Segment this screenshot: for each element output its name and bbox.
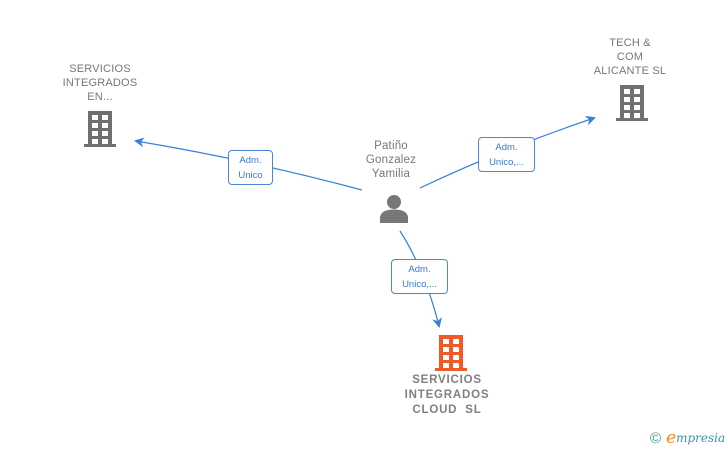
person-icon[interactable] [379, 193, 409, 223]
person-name-line: Patiño [374, 140, 408, 152]
relation-label-adm-unico-cloud[interactable]: Adm. Unico,... [391, 259, 448, 294]
brand-logo-initial: e [666, 428, 677, 448]
building-icon[interactable] [435, 335, 467, 371]
person-name-line: Yamilia [371, 168, 411, 180]
relation-label-line: Unico,... [489, 157, 524, 168]
company-name-servicios-integrados-cloud[interactable]: SERVICIOS INTEGRADOS CLOUD SL [391, 373, 503, 418]
person-name-line: Gonzalez [365, 154, 417, 166]
company-name-line: INTEGRADOS [404, 389, 490, 401]
company-name-line: SERVICIOS [69, 63, 131, 75]
copyright-icon: © [650, 429, 662, 447]
company-name-line: SERVICIOS [412, 374, 482, 386]
relation-label-line: Adm. [495, 142, 518, 153]
relation-label-adm-unico-tech[interactable]: Adm. Unico,... [478, 137, 535, 172]
building-icon[interactable] [616, 85, 648, 121]
relation-label-line: Adm. [239, 155, 262, 166]
relation-label-adm-unico[interactable]: Adm. Unico [228, 150, 273, 185]
company-name-line: ALICANTE SL [593, 65, 667, 77]
company-name-servicios-integrados-en[interactable]: SERVICIOS INTEGRADOS EN... [50, 62, 150, 104]
relation-label-line: Unico,... [402, 279, 437, 290]
company-name-line: EN... [87, 91, 113, 103]
relation-label-line: Unico [238, 170, 263, 181]
company-name-line: COM [616, 51, 644, 63]
company-name-tech-com-alicante[interactable]: TECH & COM ALICANTE SL [580, 36, 680, 78]
building-icon[interactable] [84, 111, 116, 147]
person-name[interactable]: Patiño Gonzalez Yamilia [343, 139, 439, 181]
brand-logo-text: mpresia [676, 431, 726, 445]
company-name-line: TECH & [609, 37, 651, 49]
relation-label-line: Adm. [408, 264, 431, 275]
company-name-line: CLOUD SL [412, 404, 482, 416]
empresia-brand[interactable]: © e mpresia [650, 428, 725, 448]
company-name-line: INTEGRADOS [62, 77, 138, 89]
